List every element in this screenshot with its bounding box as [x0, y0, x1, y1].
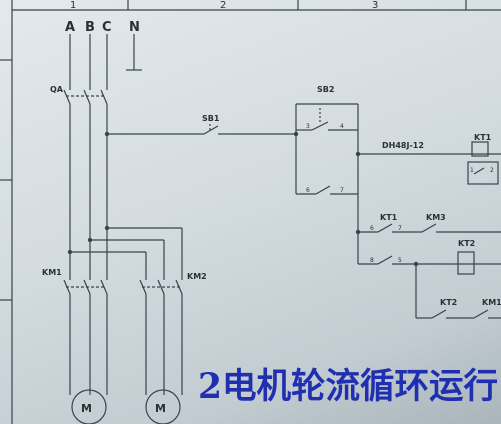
terminal-label: 4	[340, 123, 344, 130]
terminal-label: 2	[490, 167, 494, 174]
terminal-label: 1	[470, 167, 474, 174]
motor-2-symbol	[145, 389, 181, 424]
kt1-label: KT1	[474, 133, 492, 142]
qa-contact-c	[100, 89, 108, 105]
relay-model-label: DH48J-12	[382, 141, 424, 150]
phase-a-label: A	[65, 20, 75, 35]
caption-title: 2电机轮流循环运行	[198, 366, 498, 407]
ruler-number-1: 1	[70, 0, 76, 11]
sb2-contact	[311, 121, 329, 131]
junction-dot	[87, 237, 93, 243]
km2-label: KM2	[187, 272, 207, 281]
qa-label: QA	[50, 85, 64, 94]
km1-label: KM1	[42, 268, 62, 277]
terminal-label: 7	[340, 187, 344, 194]
kt1-contact-label: KT1	[380, 213, 398, 222]
kt2-nc-contact	[431, 309, 447, 319]
sb1-label: SB1	[202, 114, 220, 123]
terminal-label: 7	[398, 225, 402, 232]
holding-contact	[315, 185, 331, 195]
ruler-number-3: 3	[372, 0, 378, 11]
kt1-contact-box	[467, 161, 499, 185]
kt2-rung-contact	[377, 255, 393, 265]
sb1-contact	[203, 125, 219, 135]
motor-1-label: M	[81, 402, 92, 415]
terminal-label: 8	[370, 257, 374, 264]
phase-c-label: C	[102, 20, 112, 35]
junction-dot	[413, 261, 419, 267]
km1-contact-label: KM1	[482, 298, 501, 307]
junction-dot	[104, 131, 110, 137]
motor-1-symbol	[71, 389, 107, 424]
km3-contact	[421, 223, 437, 233]
terminal-label: 6	[370, 225, 374, 232]
km1-aux-contact	[473, 309, 489, 319]
drawing-frame	[11, 0, 13, 424]
qa-contact-a	[63, 89, 71, 105]
junction-dot	[67, 249, 73, 255]
kt2-label: KT2	[458, 239, 475, 248]
qa-contact-b	[83, 89, 91, 105]
terminal-label: 5	[398, 257, 402, 264]
junction-dot	[355, 151, 361, 157]
kt1-contact	[473, 167, 485, 175]
junction-dot	[355, 229, 361, 235]
terminal-label: 3	[306, 123, 310, 130]
kt1-nc-contact	[377, 223, 393, 233]
kt2-contact-label: KT2	[440, 298, 457, 307]
neutral-label: N	[129, 20, 140, 35]
kt1-coil	[471, 141, 489, 157]
phase-b-label: B	[85, 20, 95, 35]
terminal-label: 6	[306, 187, 310, 194]
junction-dot	[293, 131, 299, 137]
kt2-coil	[457, 251, 475, 275]
ruler-number-2: 2	[220, 0, 226, 11]
motor-2-label: M	[155, 402, 166, 415]
junction-dot	[104, 225, 110, 231]
km2-contact-2	[157, 279, 165, 295]
sb2-label: SB2	[317, 85, 334, 94]
km3-label: KM3	[426, 213, 446, 222]
